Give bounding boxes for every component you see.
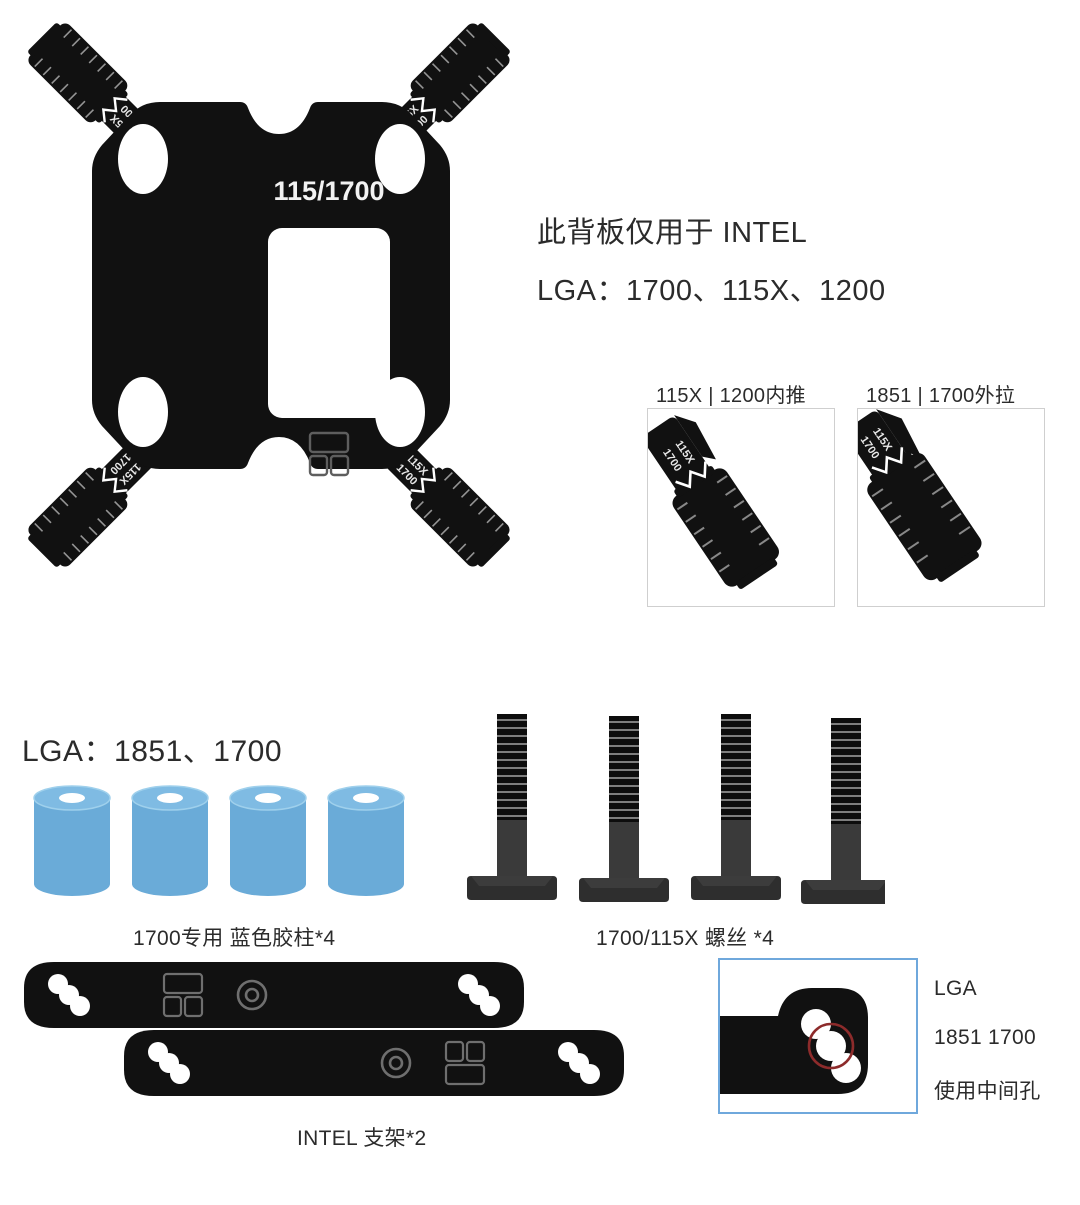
bracket-upper [22, 960, 526, 1030]
hole-callout-line-1: LGA [934, 977, 977, 1000]
detail-caption-outer-pull: 1851 | 1700外拉 [866, 385, 1016, 407]
detail-caption-inner-push: 115X | 1200内推 [656, 385, 806, 407]
detail-illustration-inner-push: 115X 1700 [648, 415, 779, 589]
standoff-3 [229, 785, 307, 897]
caption-standoffs: 1700专用 蓝色胶柱*4 [133, 927, 336, 950]
caption-brackets: INTEL 支架*2 [297, 1127, 427, 1150]
backplate-hole-top-left [118, 124, 168, 194]
standoff-2 [131, 785, 209, 897]
standoff-4 [327, 785, 405, 897]
brand-logo-icon [308, 431, 350, 477]
screw-4 [800, 717, 885, 905]
backplate-hole-top-right [375, 124, 425, 194]
middle-hole-marker-circle [807, 1022, 855, 1070]
bracket-lower [122, 1028, 626, 1098]
standoff-1 [33, 785, 111, 897]
intel-brackets-illustration [22, 960, 626, 1098]
backplate-body: 115/1700 [92, 102, 450, 477]
screw-3 [690, 713, 782, 901]
backplate-center-label: 115/1700 [273, 176, 384, 206]
screw-1 [466, 713, 558, 901]
middle-hole-detail-illustration [720, 988, 868, 1094]
screw-2 [578, 715, 670, 903]
backplate-hole-bottom-left [118, 377, 168, 447]
backplate-center-cutout [268, 228, 390, 418]
detail-illustration-outer-pull: 115X 1700 [858, 409, 982, 582]
lga-socket-heading: LGA：1851、1700 [22, 735, 283, 768]
intel-note-line-1: 此背板仅用于 INTEL [537, 217, 808, 249]
hole-callout-line-3: 使用中间孔 [934, 1080, 1041, 1103]
blue-standoffs-illustration [33, 785, 405, 897]
hole-callout-line-2: 1851 1700 [934, 1026, 1036, 1049]
backplate-assembly-illustration: 115X 1700 115X 1700 115X 1700 115X 1700 [21, 16, 517, 574]
screws-illustration [466, 713, 885, 905]
intel-note-line-2: LGA：1700、115X、1200 [537, 275, 886, 307]
caption-screws: 1700/115X 螺丝 *4 [596, 927, 775, 950]
